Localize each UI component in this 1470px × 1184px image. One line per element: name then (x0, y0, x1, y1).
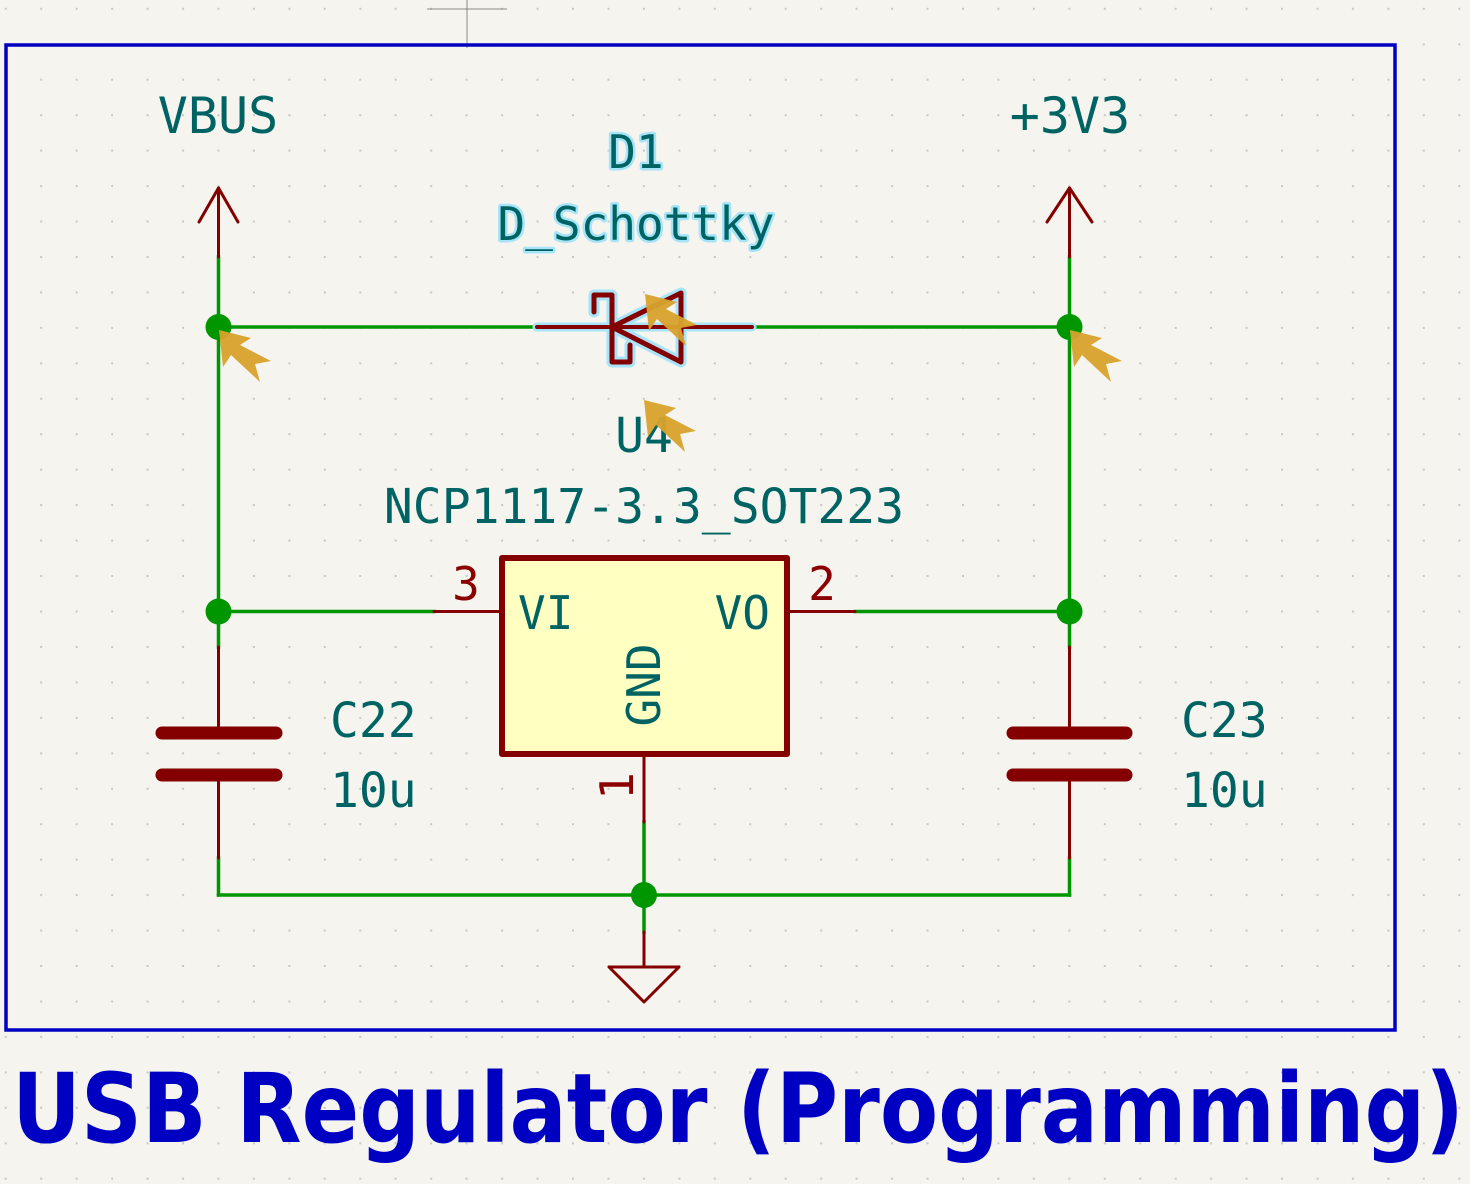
schottky-cathode-icon (591, 292, 633, 365)
ground-icon (607, 965, 681, 1004)
u4-pin-gnd-name: GND (617, 643, 671, 726)
power-vbus-label: VBUS (158, 87, 278, 145)
u4-pin-vo-name: VO (715, 586, 770, 640)
c23-value: 10u (1181, 763, 1268, 819)
power-vbus[interactable]: VBUS (158, 87, 278, 259)
c23-reference: C23 (1181, 693, 1268, 749)
erc-marker-icon[interactable] (645, 294, 697, 346)
capacitor-c22[interactable]: C22 10u (155, 645, 417, 860)
erc-markers (219, 294, 1122, 452)
diode-d1[interactable]: D1 D_Schottky (495, 123, 777, 368)
regulator-u4[interactable]: U4 NCP1117-3.3_SOT223 3 2 1 VI VO GND (384, 408, 904, 824)
d1-reference: D1 (608, 125, 663, 179)
cursor-crosshair (427, 0, 507, 48)
sheet-border[interactable] (4, 43, 1397, 1032)
u4-pin-2-number: 2 (808, 557, 836, 611)
junction-dot (1056, 598, 1083, 625)
u4-body[interactable] (499, 555, 790, 757)
u4-pin-vi-name: VI (518, 586, 573, 640)
power-gnd[interactable] (607, 930, 681, 1004)
power-arrow-icon (197, 186, 240, 224)
junction-dot (631, 882, 657, 908)
erc-marker-icon[interactable] (644, 400, 696, 452)
u4-value: NCP1117-3.3_SOT223 (384, 479, 904, 535)
grid (4, 7, 1461, 1180)
c22-value: 10u (330, 763, 417, 819)
power-3v3-label: +3V3 (1010, 87, 1130, 145)
u4-pin-3-number: 3 (452, 557, 480, 611)
d1-value: D_Schottky (498, 197, 775, 251)
u4-pin-1-number: 1 (590, 772, 644, 800)
capacitor-c23[interactable]: C23 10u (1006, 645, 1268, 860)
sheet-title: USB Regulator (Programming) (12, 1053, 1464, 1165)
power-3v3[interactable]: +3V3 (1010, 87, 1130, 259)
power-arrow-icon (1045, 186, 1094, 224)
erc-marker-icon[interactable] (1070, 330, 1122, 382)
c22-reference: C22 (330, 693, 417, 749)
junction-dot (205, 598, 232, 625)
erc-marker-icon[interactable] (219, 330, 271, 382)
